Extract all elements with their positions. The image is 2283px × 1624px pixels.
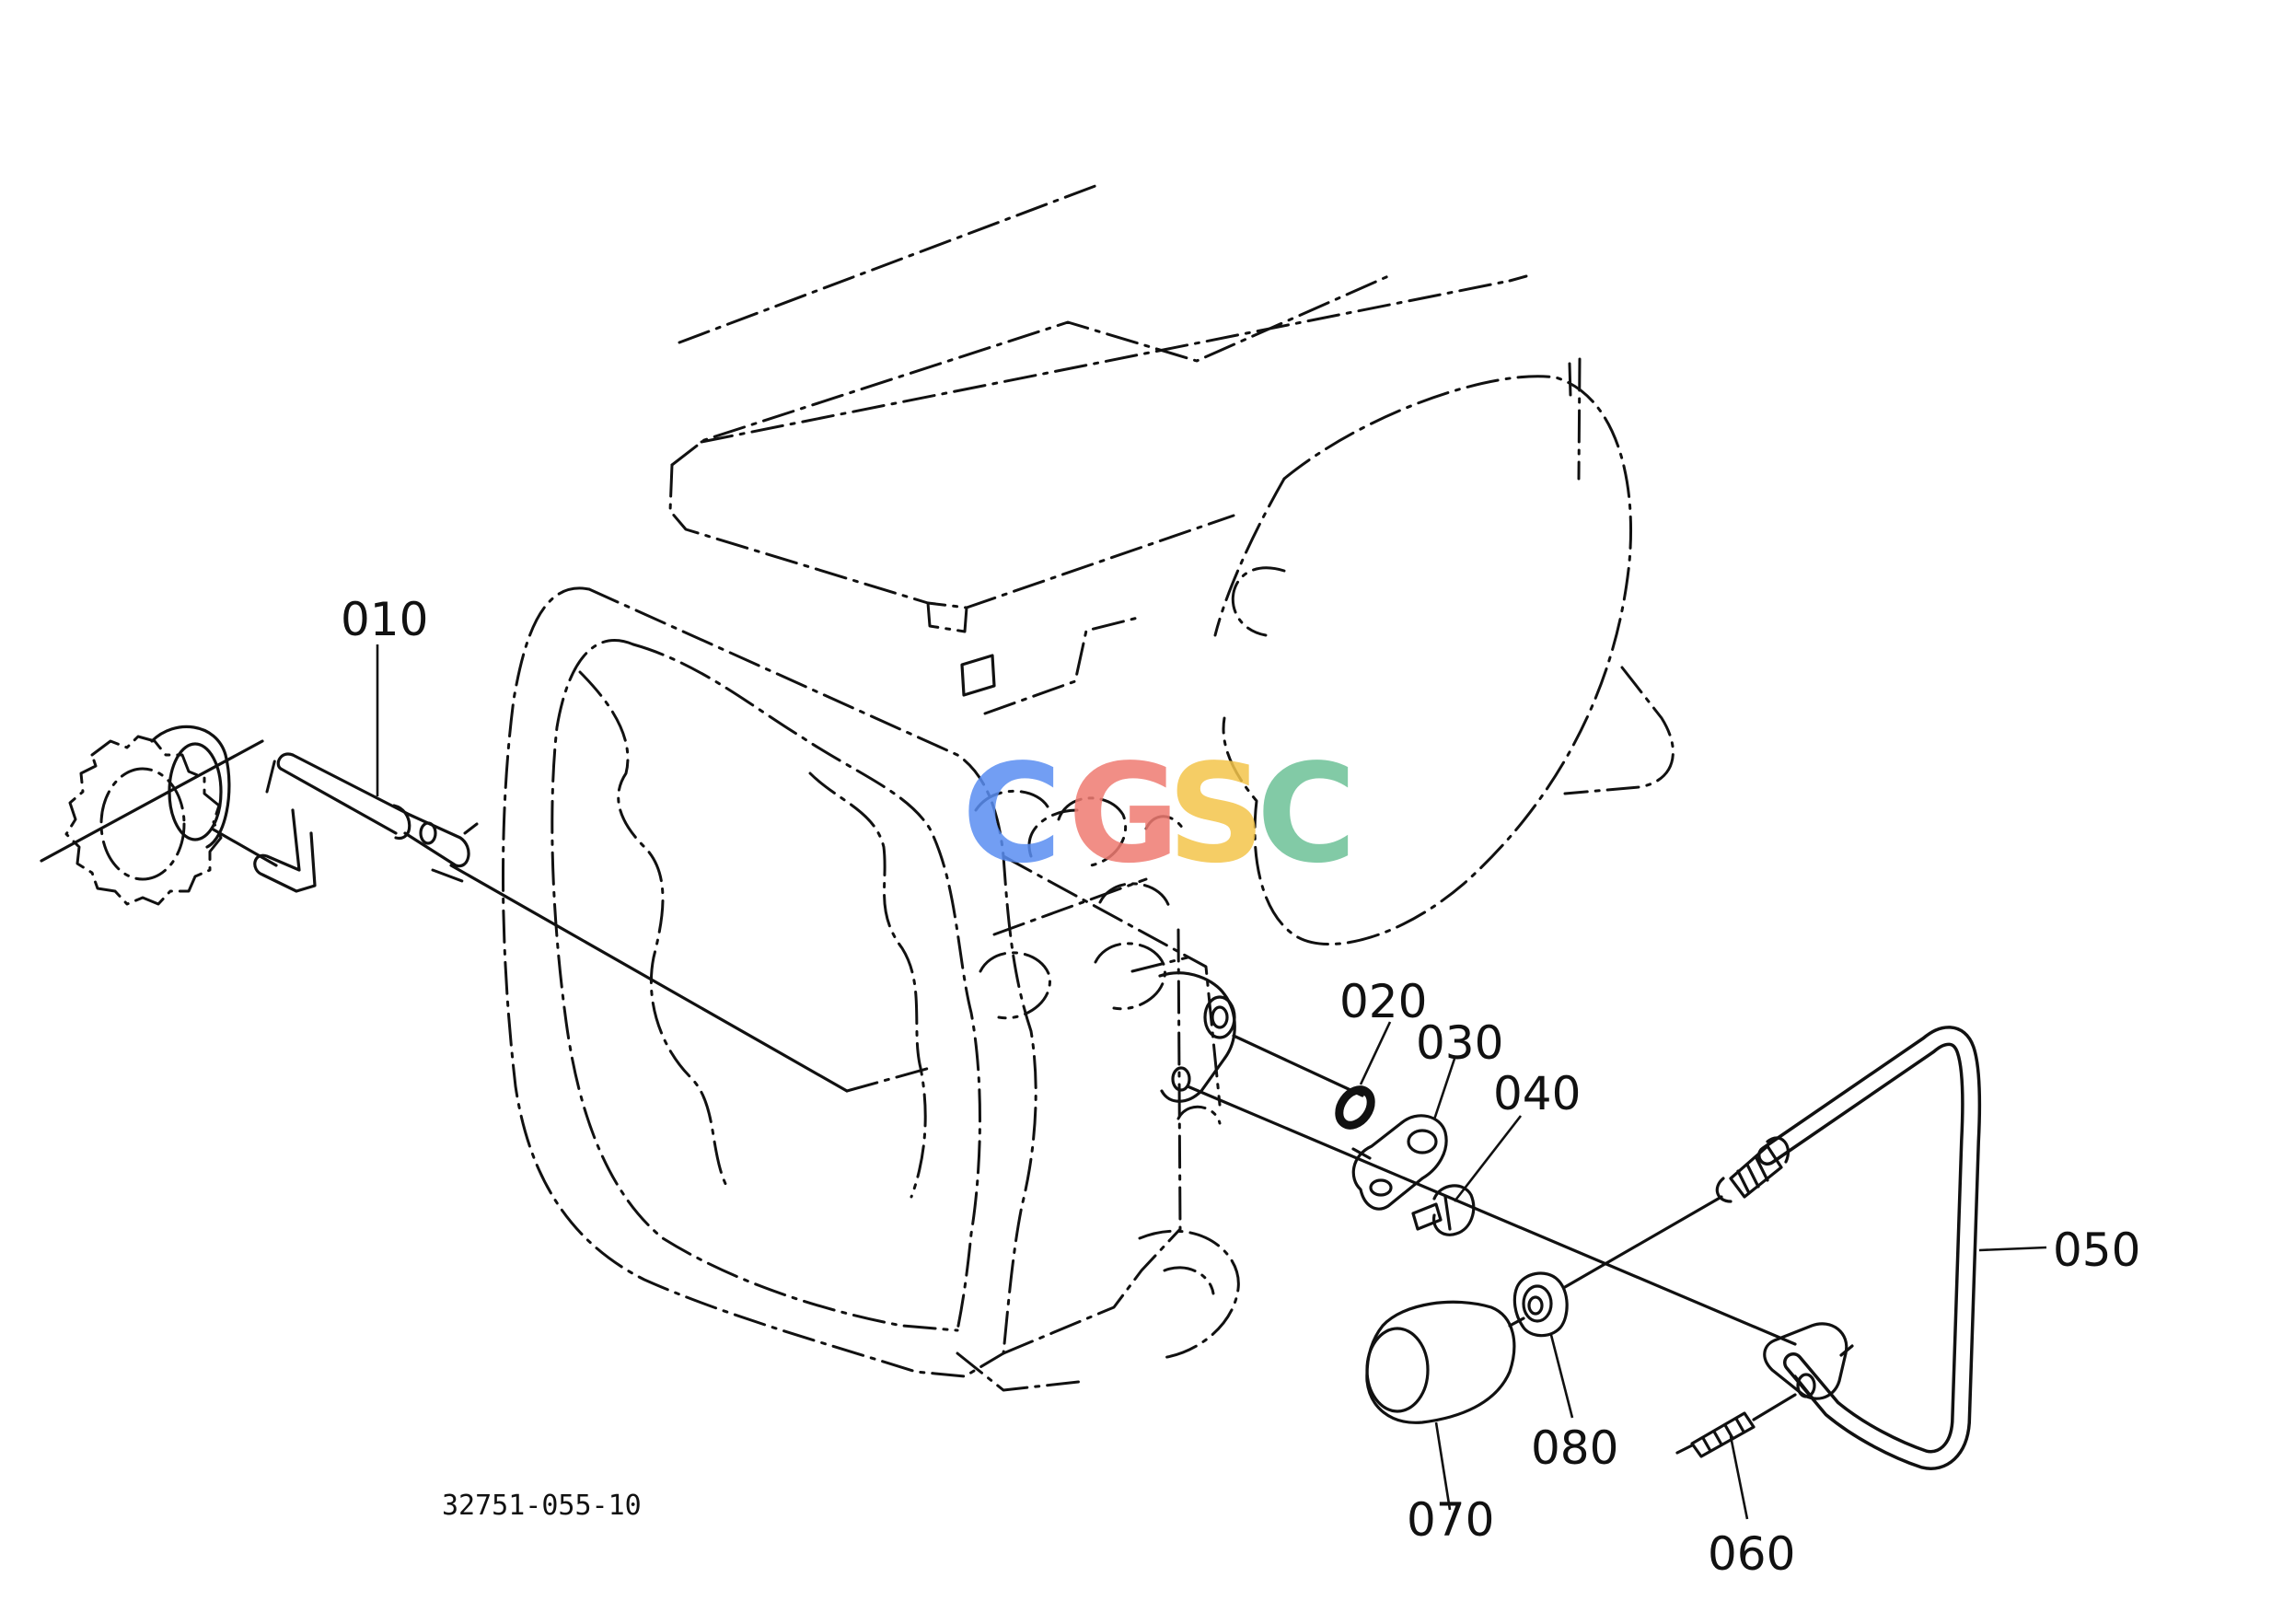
part-label-030: 030 <box>1416 1016 1503 1070</box>
part-040-bolt <box>1411 1115 1523 1236</box>
part-label-060: 060 <box>1708 1527 1795 1581</box>
part-label-010: 010 <box>341 593 428 646</box>
engine-housing-outline <box>502 182 1675 1392</box>
part-label-020: 020 <box>1339 975 1427 1028</box>
drawing-number: 32751-055-10 <box>442 1490 642 1522</box>
part-070-knob <box>1365 1300 1525 1511</box>
watermark-letter-3: S <box>1167 735 1266 893</box>
watermark-letter-1: C <box>962 735 1062 893</box>
watermark-letter-4: C <box>1257 735 1357 893</box>
part-060-pin <box>1675 1393 1797 1520</box>
part-050-pipe <box>1715 1026 2047 1470</box>
watermark-letter-2: G <box>1068 735 1179 893</box>
part-labels: 010 020 030 040 050 060 070 080 <box>341 593 2140 1581</box>
part-label-070: 070 <box>1407 1493 1494 1547</box>
part-080-nut <box>1512 1195 1723 1419</box>
outlet-flange <box>1158 971 1797 1346</box>
part-label-080: 080 <box>1531 1421 1618 1475</box>
part-030-gasket <box>1351 1058 1456 1211</box>
part-label-040: 040 <box>1493 1067 1581 1120</box>
watermark: C G S C <box>962 735 1357 893</box>
part-020-o-ring <box>1335 1021 1392 1130</box>
part-010-shaft-assembly <box>40 725 932 1093</box>
part-label-050: 050 <box>2053 1224 2140 1277</box>
